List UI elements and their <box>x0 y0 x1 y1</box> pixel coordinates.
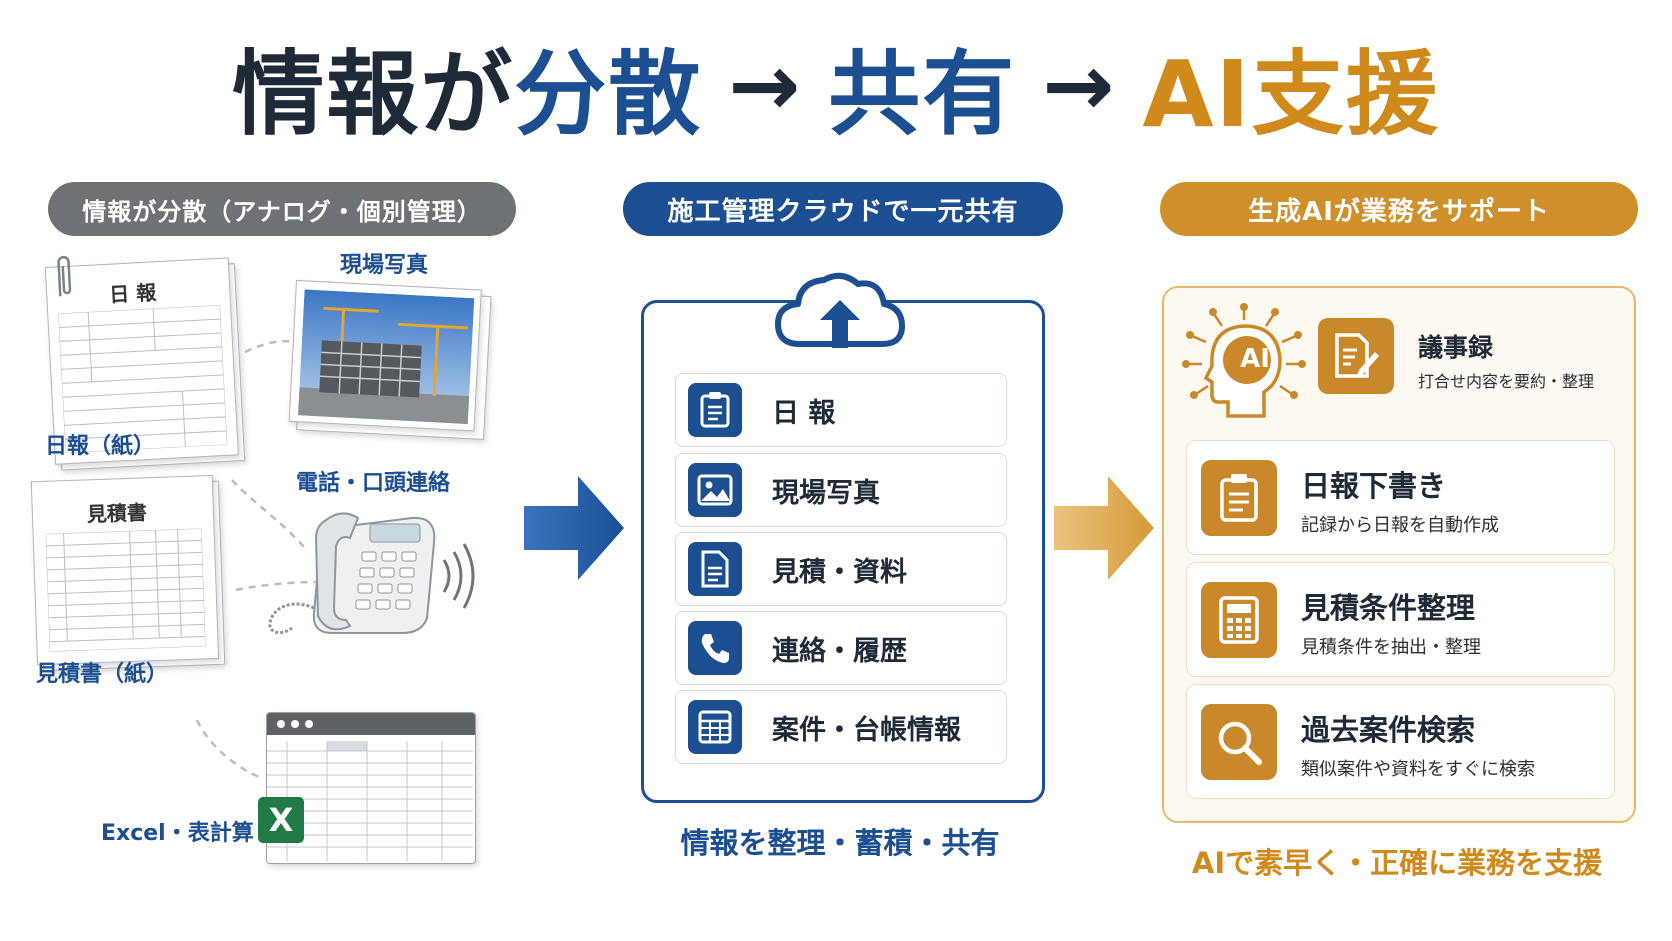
title-part-4: AI支援 <box>1142 40 1440 148</box>
title-arrow-2: → <box>1042 36 1117 136</box>
cloud-item-label: 現場写真 <box>772 477 880 509</box>
cloud-item-nippo: 日 報 <box>675 373 1007 447</box>
ai-card-desc: 類似案件や資料をすぐに検索 <box>1301 759 1535 780</box>
cloud-upload-icon <box>775 272 905 348</box>
cloud-item-estimate: 見積・資料 <box>675 532 1007 606</box>
document-icon <box>688 542 742 596</box>
ai-card-nippo-draft: 日報下書き 記録から日報を自動作成 <box>1186 440 1615 555</box>
ai-head-icon <box>1182 303 1306 418</box>
phone-label: 電話・口頭連絡 <box>296 471 451 496</box>
nippo-paper-label: 日報（紙） <box>45 434 156 459</box>
mitsumori-paper: 見積書 <box>30 474 226 672</box>
cloud-item-label: 日 報 <box>772 397 836 429</box>
cloud-item-label: 見積・資料 <box>772 556 907 588</box>
ai-card-title: 過去案件検索 <box>1301 713 1476 747</box>
nippo-paper: 日 報 <box>44 255 246 472</box>
section-header-cloud: 施工管理クラウドで一元共有 <box>623 182 1063 236</box>
image-icon <box>688 463 742 517</box>
paperclip-icon <box>57 255 72 297</box>
title-part-2: 分散 <box>514 40 703 148</box>
desk-phone-icon <box>268 512 475 635</box>
page-title: 情報が 分散 → 共有 → AI支援 <box>0 26 1672 148</box>
ai-badge: AI <box>1240 344 1270 374</box>
dashed-connectors <box>195 340 319 780</box>
search-icon <box>1201 704 1277 780</box>
photo-label: 現場写真 <box>340 253 429 278</box>
arrow-to-cloud-icon <box>524 476 624 580</box>
table-icon <box>688 700 742 754</box>
calculator-icon <box>1201 582 1277 658</box>
title-arrow-1: → <box>728 36 803 136</box>
window-titlebar <box>267 713 475 735</box>
cloud-caption: 情報を整理・蓄積・共有 <box>680 826 1000 860</box>
mitsumori-paper-label: 見積書（紙） <box>36 662 169 687</box>
cloud-item-photo: 現場写真 <box>675 453 1007 527</box>
clipboard-icon <box>1201 460 1277 536</box>
section-header-ai: 生成AIが業務をサポート <box>1160 182 1638 236</box>
clipboard-icon <box>688 383 742 437</box>
construction-site-icon <box>297 289 475 425</box>
site-photo <box>288 279 494 440</box>
title-part-1: 情報が <box>232 40 515 148</box>
ai-support-panel: AI 議事録 打合せ内容を要約・整理 日報下書き 記録から日報を自動作成 見積条… <box>1162 286 1636 823</box>
title-part-3: 共有 <box>828 40 1017 148</box>
form-grid-icon <box>45 528 206 652</box>
cloud-item-contact: 連絡・履歴 <box>675 611 1007 685</box>
ai-card-title: 日報下書き <box>1301 469 1447 503</box>
ai-caption: AIで素早く・正確に業務を支援 <box>1191 846 1603 880</box>
arrow-to-ai-icon <box>1054 476 1154 580</box>
form-grid-icon <box>58 304 228 454</box>
excel-icon: X <box>258 797 304 843</box>
section-header-scattered: 情報が分散（アナログ・個別管理） <box>48 182 516 236</box>
phone-icon <box>688 621 742 675</box>
ai-card-search: 過去案件検索 類似案件や資料をすぐに検索 <box>1186 684 1615 799</box>
nippo-paper-title: 日 報 <box>108 280 157 307</box>
ai-card-desc: 見積条件を抽出・整理 <box>1301 637 1481 658</box>
cloud-item-label: 案件・台帳情報 <box>772 714 961 746</box>
document-edit-icon <box>1318 318 1394 394</box>
cloud-platform-panel: 日 報 現場写真 見積・資料 連絡・履歴 案件・台帳情報 <box>641 300 1045 803</box>
minutes-desc: 打合せ内容を要約・整理 <box>1418 372 1595 391</box>
ai-card-title: 見積条件整理 <box>1301 591 1476 625</box>
cloud-item-label: 連絡・履歴 <box>772 635 907 667</box>
excel-label: Excel・表計算 <box>101 821 254 846</box>
ai-card-desc: 記録から日報を自動作成 <box>1301 515 1499 536</box>
ai-card-estimate: 見積条件整理 見積条件を抽出・整理 <box>1186 562 1615 677</box>
cloud-item-ledger: 案件・台帳情報 <box>675 690 1007 764</box>
mitsumori-paper-title: 見積書 <box>86 500 148 527</box>
minutes-title: 議事録 <box>1418 333 1494 362</box>
